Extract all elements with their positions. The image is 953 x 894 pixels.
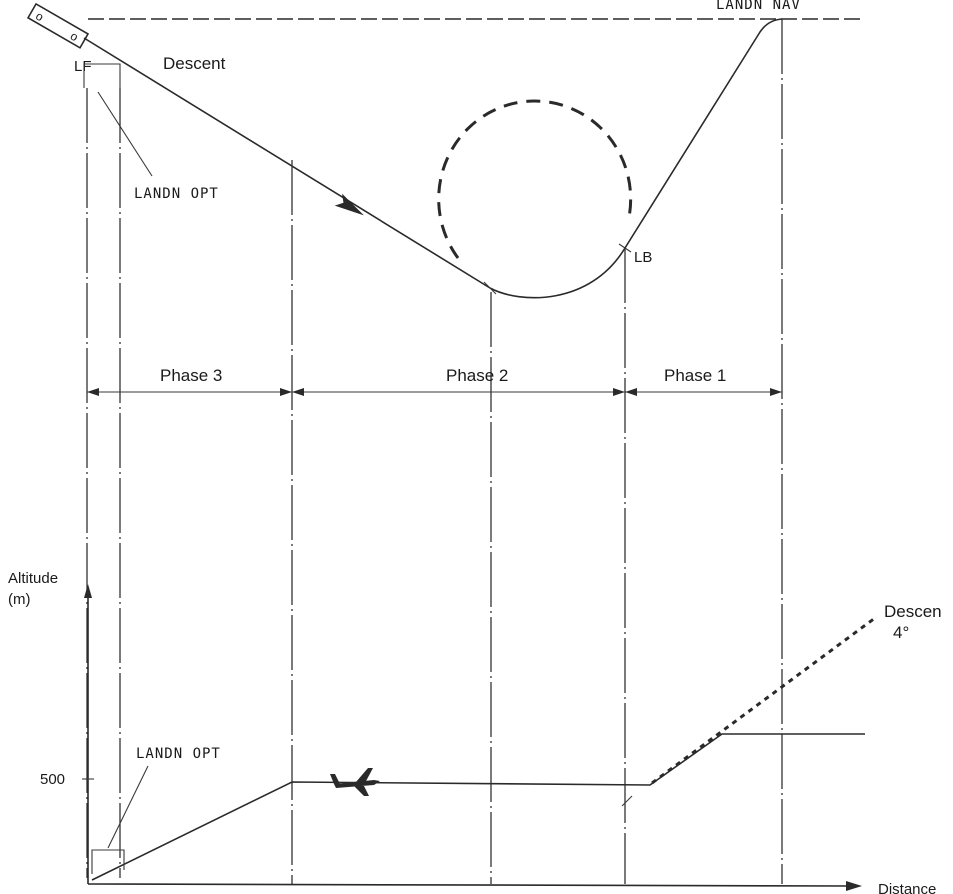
descent-path xyxy=(83,37,491,289)
distance-axis xyxy=(87,883,853,887)
phase-3-label: Phase 3 xyxy=(160,366,222,385)
profile-view: Altitude (m) 500 Distance Descen 4° LAND… xyxy=(8,570,942,894)
distance-label: Distance xyxy=(878,881,936,894)
arrowhead xyxy=(87,388,99,396)
arrowhead xyxy=(625,388,637,396)
turn-circle-dashed xyxy=(437,99,633,259)
descent-angle-label: 4° xyxy=(893,623,909,642)
phase-2-label: Phase 2 xyxy=(446,366,508,385)
climb-path xyxy=(624,18,783,249)
landn-opt-leader xyxy=(97,91,153,177)
descent-4deg-line xyxy=(651,616,876,785)
arrowhead xyxy=(292,388,304,396)
landn-opt-bracket-profile xyxy=(91,849,125,874)
landn-nav-label: LANDN NAV xyxy=(716,0,801,13)
altitude-label: Altitude xyxy=(8,570,58,587)
descent-label-top: Descent xyxy=(163,54,226,73)
altitude-axis-arrow xyxy=(84,584,92,598)
runway-icon: o o xyxy=(26,2,90,49)
landn-opt-label-top: LANDN OPT xyxy=(134,186,219,202)
arrowhead xyxy=(770,388,782,396)
altitude-profile xyxy=(91,733,865,881)
turn-arc-solid xyxy=(489,247,626,299)
descent-label-profile: Descen xyxy=(884,602,942,621)
altitude-unit-label: (m) xyxy=(8,591,31,608)
tick-500-label: 500 xyxy=(40,771,65,788)
aircraft-direction-icon xyxy=(334,193,364,216)
plan-view: LANDN NAV o o LF Descent LB LANDN OPT xyxy=(26,0,865,299)
profile-tick xyxy=(621,795,633,807)
arrowhead xyxy=(613,388,625,396)
aircraft-icon xyxy=(330,768,380,796)
landn-opt-leader-profile xyxy=(107,765,149,849)
lb-label: LB xyxy=(634,249,652,266)
join-tick xyxy=(483,281,497,295)
lf-bracket xyxy=(83,63,121,88)
reference-lines xyxy=(86,19,783,884)
lf-label: LF xyxy=(74,58,92,75)
phase-1-label: Phase 1 xyxy=(664,366,726,385)
arrowhead xyxy=(280,388,292,396)
landn-opt-label-profile: LANDN OPT xyxy=(136,746,221,762)
distance-axis-arrow xyxy=(846,881,862,891)
phase-dimensions: Phase 3 Phase 2 Phase 1 xyxy=(87,366,782,396)
